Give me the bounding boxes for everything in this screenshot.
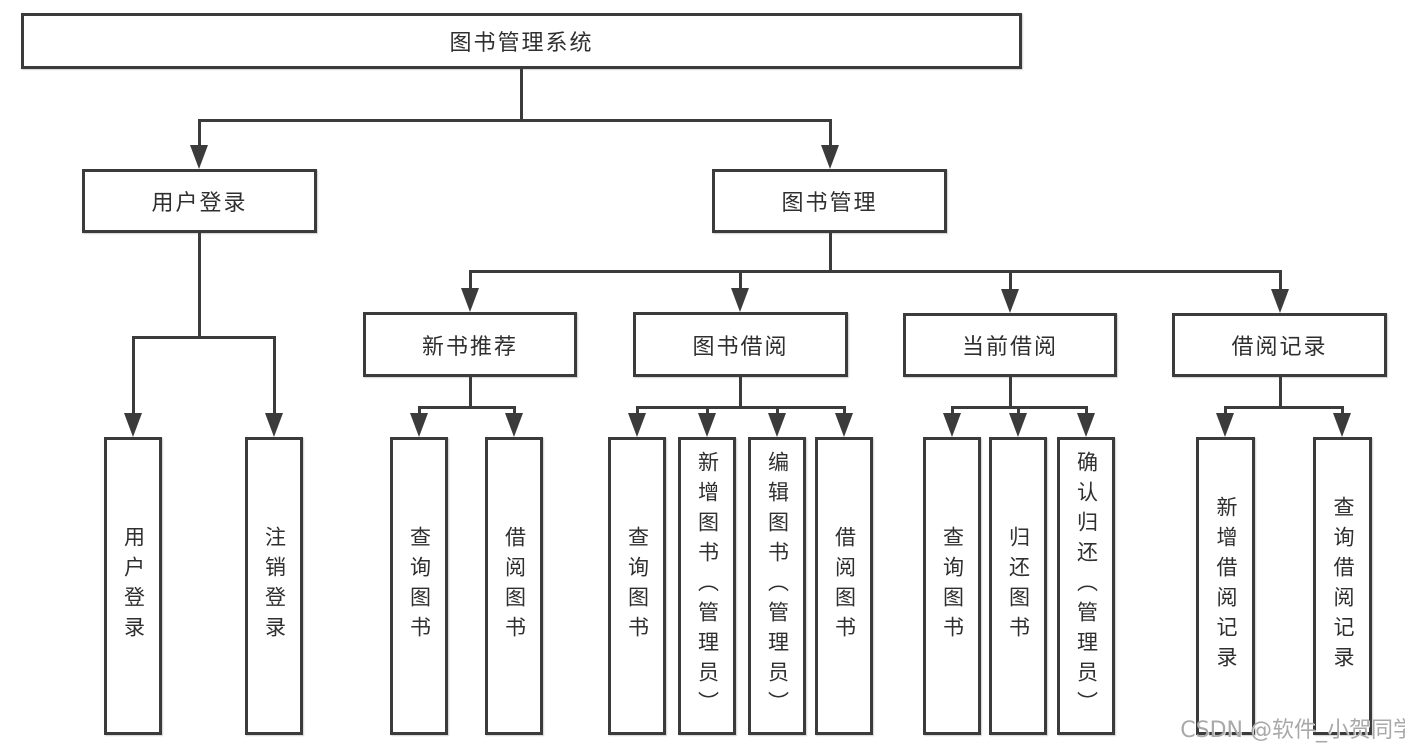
leaf-add-borrow-record: 新增借阅记录 (1196, 437, 1255, 735)
leaf-query-borrow-record: 查询借阅记录 (1313, 437, 1372, 735)
arrowhead-icon (1009, 413, 1027, 437)
arrowhead-icon (1271, 289, 1289, 313)
connector-line (1278, 271, 1282, 293)
connector-line (519, 69, 523, 120)
arrowhead-icon (1216, 413, 1234, 437)
arrowhead-icon (124, 413, 142, 437)
connector-line (1223, 405, 1344, 409)
arrowhead-icon (1077, 413, 1095, 437)
node-book-borrowing: 图书借阅 (633, 312, 848, 377)
arrowhead-icon (461, 288, 479, 312)
leaf-edit-books-admin: 编辑图书（管理员） (748, 437, 806, 735)
connector-line (635, 407, 639, 417)
connector-line (635, 405, 846, 409)
connector-line (1016, 407, 1020, 417)
node-new-book-recommendation: 新书推荐 (363, 312, 577, 377)
leaf-user-login: 用户登录 (104, 437, 162, 735)
arrowhead-icon (943, 413, 961, 437)
leaf-query-books-2: 查询图书 (608, 437, 666, 735)
connector-line (1223, 407, 1227, 417)
leaf-return-books: 归还图书 (989, 437, 1047, 735)
connector-line (197, 118, 832, 122)
leaf-query-books-3: 查询图书 (923, 437, 981, 735)
node-book-management: 图书管理 (712, 169, 947, 233)
leaf-logout: 注销登录 (245, 437, 303, 735)
connector-line (775, 407, 779, 417)
node-library-management-system: 图书管理系统 (21, 13, 1022, 69)
connector-line (842, 407, 846, 417)
connector-line (417, 405, 516, 409)
arrowhead-icon (1001, 289, 1019, 313)
connector-line (1278, 377, 1282, 407)
arrowhead-icon (265, 413, 283, 437)
leaf-borrow-books-2: 借阅图书 (815, 437, 873, 735)
connector-line (828, 233, 832, 271)
connector-line (828, 120, 832, 149)
arrowhead-icon (698, 413, 716, 437)
arrowhead-icon (410, 413, 428, 437)
connector-line (950, 407, 954, 417)
connector-line (738, 271, 742, 292)
arrowhead-icon (821, 145, 839, 169)
connector-line (738, 377, 742, 407)
arrowhead-icon (628, 413, 646, 437)
connector-line (197, 120, 201, 149)
arrowhead-icon (731, 288, 749, 312)
leaf-query-books-1: 查询图书 (390, 437, 448, 735)
connector-line (1084, 407, 1088, 417)
arrowhead-icon (505, 413, 523, 437)
node-user-login: 用户登录 (82, 169, 317, 233)
connector-line (417, 407, 421, 417)
connector-line (1340, 407, 1344, 417)
leaf-add-books-admin: 新增图书（管理员） (678, 437, 736, 735)
leaf-borrow-books-1: 借阅图书 (485, 437, 543, 735)
connector-line (468, 271, 472, 292)
connector-line (197, 233, 201, 337)
watermark: CSDN @软件_小贺同学 (1180, 718, 1405, 743)
arrowhead-icon (190, 145, 208, 169)
connector-line (1008, 271, 1012, 293)
leaf-confirm-return-admin: 确认归还（管理员） (1057, 437, 1115, 735)
connector-line (468, 269, 1282, 273)
connector-line (512, 407, 516, 417)
connector-line (272, 337, 276, 417)
connector-line (705, 407, 709, 417)
arrowhead-icon (1333, 413, 1351, 437)
connector-line (468, 377, 472, 407)
connector-line (1008, 377, 1012, 407)
connector-line (131, 337, 135, 417)
node-current-borrowing: 当前借阅 (903, 313, 1117, 377)
connector-line (131, 335, 276, 339)
node-borrowing-records: 借阅记录 (1172, 313, 1387, 377)
arrowhead-icon (835, 413, 853, 437)
arrowhead-icon (768, 413, 786, 437)
